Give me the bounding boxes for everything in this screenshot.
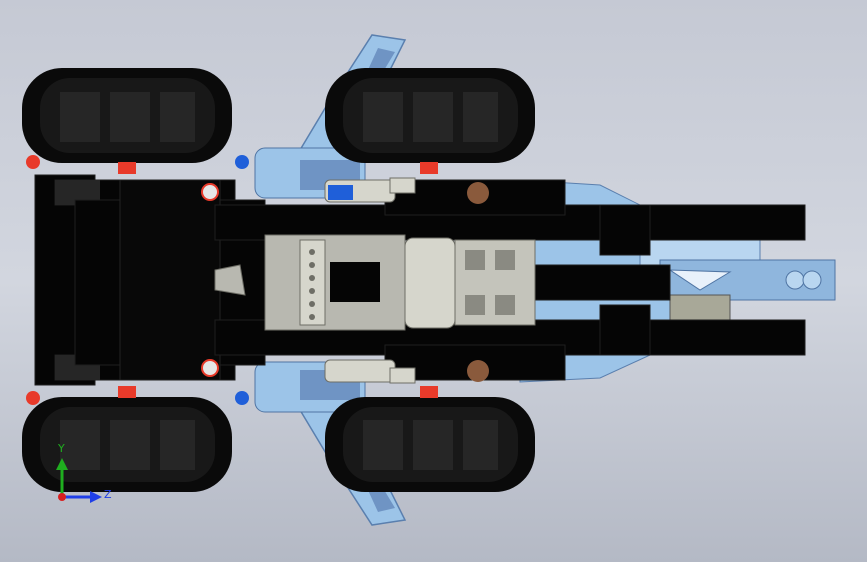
rear-right-wheel[interactable] — [22, 397, 232, 492]
triad-z-label: Z — [104, 488, 112, 501]
rear-left-wheel[interactable] — [22, 68, 232, 163]
upper-piston[interactable] — [324, 177, 416, 203]
front-left-wheel[interactable] — [325, 68, 535, 163]
central-chassis[interactable] — [214, 234, 536, 331]
front-right-wheel[interactable] — [325, 397, 535, 492]
triad-y-label: Y — [58, 442, 65, 455]
connector-pins[interactable] — [26, 155, 489, 405]
lower-piston[interactable] — [324, 359, 416, 384]
